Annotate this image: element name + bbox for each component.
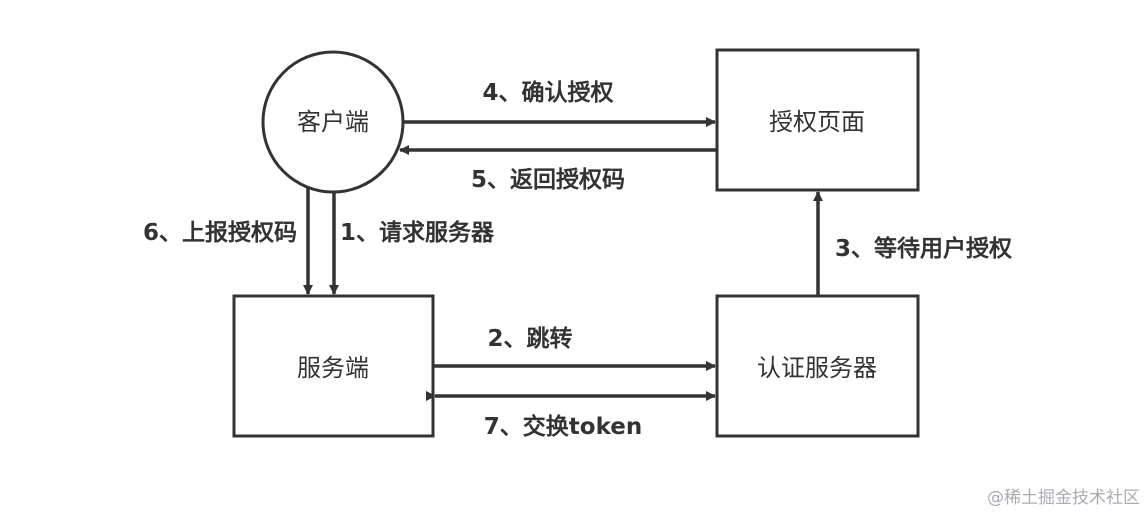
edge-step5-label: 5、返回授权码 [471,167,625,193]
edge-step3-label: 3、等待用户授权 [835,235,1012,262]
node-server: 服务端 [232,294,435,438]
edge-step1-label: 1、请求服务器 [340,220,495,246]
edge-step7-label: 7、交换token [484,413,642,440]
edge-step6-label: 6、上报授权码 [143,220,297,246]
auth-server-box [715,294,920,438]
client-label: 客户端 [297,108,369,136]
node-auth-server: 认证服务器 [715,294,920,438]
server-label: 服务端 [297,354,369,382]
auth-page-label: 授权页面 [769,108,865,136]
auth-server-label: 认证服务器 [757,354,877,382]
node-auth-page: 授权页面 [715,48,920,192]
watermark-text: @稀土掘金技术社区 [987,488,1140,508]
node-client: 客户端 [261,50,405,194]
server-box [232,294,435,438]
auth-page-box [715,48,920,192]
edge-step2-label: 2、跳转 [487,325,572,352]
edge-step4-label: 4、确认授权 [482,80,613,106]
